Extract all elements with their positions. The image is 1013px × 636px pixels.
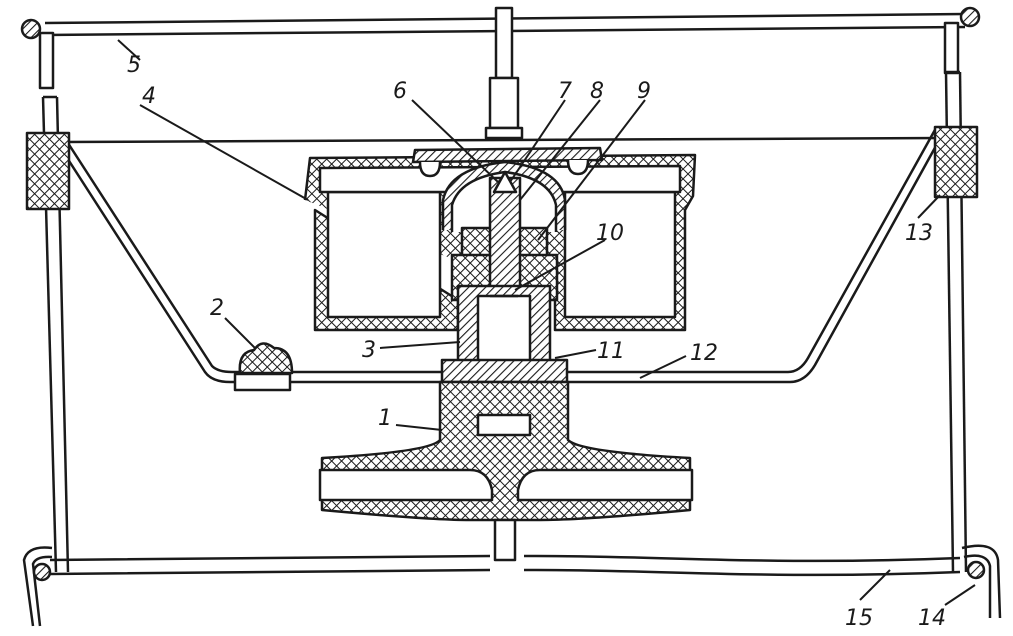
label-15: 15 — [845, 606, 873, 631]
left-bottom-hook — [22, 546, 53, 627]
label-1: 1 — [378, 406, 392, 431]
label-8: 8 — [590, 79, 604, 104]
left-clamp-block — [25, 131, 71, 211]
label-13: 13 — [905, 221, 933, 246]
mounting-ring — [440, 358, 569, 384]
rim-line — [59, 136, 946, 144]
cap-bolt-right — [566, 159, 590, 176]
label-11: 11 — [597, 339, 625, 364]
label-5: 5 — [127, 53, 141, 78]
leader-lines — [117, 39, 976, 606]
left-upright-post — [38, 31, 70, 573]
label-3: 3 — [362, 338, 376, 363]
label-12: 12 — [690, 341, 718, 366]
right-bottom-hook — [961, 544, 1002, 619]
upper-cap — [411, 146, 604, 164]
label-7: 7 — [558, 79, 572, 104]
label-10: 10 — [596, 221, 624, 246]
part-labels: 5 4 6 7 8 9 10 2 3 11 12 1 13 15 14 — [127, 53, 946, 631]
drive-shaft — [484, 6, 524, 140]
bottom-frame-rod — [49, 554, 961, 577]
right-clamp-block — [933, 125, 979, 199]
label-2: 2 — [210, 296, 224, 321]
counterweight — [233, 342, 294, 392]
impeller — [318, 380, 694, 562]
label-14: 14 — [918, 606, 946, 631]
label-9: 9 — [637, 79, 651, 104]
label-4: 4 — [142, 84, 156, 109]
right-upright-post — [943, 21, 968, 573]
cap-bolt-left — [418, 161, 442, 178]
label-6: 6 — [393, 79, 407, 104]
